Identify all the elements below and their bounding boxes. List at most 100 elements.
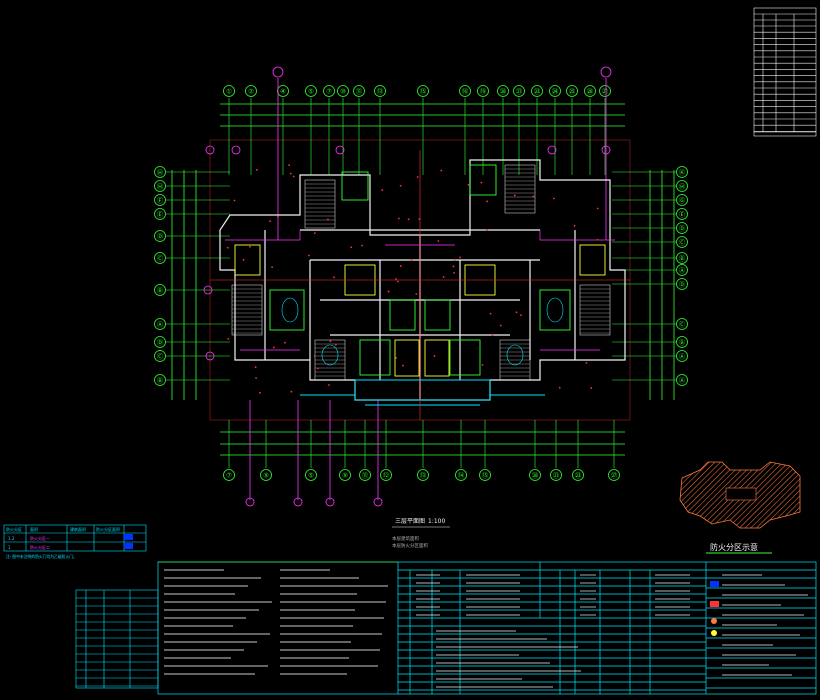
svg-text:㉗: ㉗ bbox=[602, 88, 609, 96]
svg-text:⑤: ⑤ bbox=[308, 88, 314, 96]
grid-bubble: ⑲ bbox=[477, 85, 489, 97]
grid-bubble: ⑦ bbox=[323, 85, 335, 97]
svg-text:注: 图中未注明的防火门均为乙级防火门。: 注: 图中未注明的防火门均为乙级防火门。 bbox=[6, 554, 77, 559]
svg-text:Ⓒ: Ⓒ bbox=[157, 255, 164, 263]
grid-bubble: Ⓐ bbox=[154, 318, 166, 330]
grid-bubble: Ⓒ bbox=[154, 252, 166, 264]
svg-text:⑬: ⑬ bbox=[420, 472, 427, 480]
svg-text:Ⓓ: Ⓓ bbox=[679, 281, 686, 289]
svg-text:①: ① bbox=[226, 88, 232, 96]
svg-text:Ⓓ: Ⓓ bbox=[679, 225, 686, 233]
svg-text:㉑: ㉑ bbox=[516, 88, 523, 96]
grid-lines-vertical bbox=[228, 98, 615, 468]
revision-table bbox=[753, 7, 817, 137]
grid-bubble: Ⓒ bbox=[676, 236, 688, 248]
grid-bubble: ⑩ bbox=[337, 85, 349, 97]
svg-text:㉓: ㉓ bbox=[534, 88, 541, 96]
fire-zone-legend bbox=[3, 524, 147, 552]
grid-bubble: Ⓑ bbox=[154, 284, 166, 296]
svg-text:④: ④ bbox=[280, 88, 286, 96]
svg-text:Ⓐ: Ⓐ bbox=[157, 321, 164, 329]
grid-bubble: Ⓓ bbox=[154, 336, 166, 348]
svg-text:Ⓖ: Ⓖ bbox=[679, 197, 686, 205]
grid-bubble: Ⓓ bbox=[676, 278, 688, 290]
svg-text:Ⓓ: Ⓓ bbox=[157, 233, 164, 241]
svg-text:㉑: ㉑ bbox=[553, 472, 560, 480]
grid-bubble: ㉑ bbox=[513, 85, 525, 97]
svg-text:1: 1 bbox=[8, 545, 11, 550]
grid-bubble: ⑨ bbox=[260, 469, 272, 481]
svg-text:⑳: ⑳ bbox=[532, 472, 539, 480]
grid-bubble: ㉓ bbox=[572, 469, 584, 481]
grid-bubble: Ⓑ bbox=[676, 252, 688, 264]
svg-text:㉔: ㉔ bbox=[552, 88, 559, 96]
svg-text:Ⓒ: Ⓒ bbox=[679, 321, 686, 329]
svg-text:⑬: ⑬ bbox=[377, 88, 384, 96]
grid-bubble: ① bbox=[223, 85, 235, 97]
svg-text:⑦: ⑦ bbox=[226, 472, 232, 480]
svg-text:面积: 面积 bbox=[30, 526, 38, 532]
svg-text:Ⓔ: Ⓔ bbox=[679, 211, 686, 219]
grid-bubble: ④ bbox=[277, 85, 289, 97]
grid-bubble: Ⓓ bbox=[676, 222, 688, 234]
grid-bubble: Ⓗ bbox=[676, 180, 688, 192]
grid-bubble: ㉓ bbox=[531, 85, 543, 97]
grid-bubble: ⑤ bbox=[305, 469, 317, 481]
svg-text:防火分区面积: 防火分区面积 bbox=[96, 526, 120, 532]
svg-text:防火分区一: 防火分区一 bbox=[30, 535, 50, 541]
svg-text:防火分区: 防火分区 bbox=[6, 526, 22, 532]
svg-text:Ⓗ: Ⓗ bbox=[157, 169, 164, 177]
svg-text:⑨: ⑨ bbox=[263, 472, 269, 480]
design-notes bbox=[164, 569, 388, 675]
grid-bubble: Ⓔ bbox=[154, 208, 166, 220]
grid-bubble: ㉑ bbox=[550, 469, 562, 481]
grid-bubble: Ⓑ bbox=[676, 336, 688, 348]
plan-scale: 1:100 bbox=[428, 518, 445, 525]
grid-bubble: ② bbox=[245, 85, 257, 97]
grid-bubble: Ⓒ bbox=[676, 318, 688, 330]
svg-text:㉓: ㉓ bbox=[575, 472, 582, 480]
grid-bubble: Ⓓ bbox=[154, 230, 166, 242]
svg-text:⑭: ⑭ bbox=[458, 472, 465, 480]
svg-text:Ⓕ: Ⓕ bbox=[157, 197, 164, 205]
grid-bubble: Ⓗ bbox=[154, 180, 166, 192]
grid-bubble: Ⓐ bbox=[676, 264, 688, 276]
svg-text:⑪: ⑪ bbox=[356, 88, 363, 96]
svg-text:⑪: ⑪ bbox=[362, 472, 369, 480]
grid-bubble: ⑯ bbox=[459, 85, 471, 97]
grid-bubble: Ⓒ bbox=[154, 350, 166, 362]
section-markers bbox=[203, 66, 612, 507]
svg-text:1.2: 1.2 bbox=[8, 536, 15, 541]
svg-text:Ⓒ: Ⓒ bbox=[679, 239, 686, 247]
grid-bubble: ⑫ bbox=[380, 469, 392, 481]
svg-text:Ⓗ: Ⓗ bbox=[157, 183, 164, 191]
grid-bubble: ㉖ bbox=[584, 85, 596, 97]
svg-text:Ⓑ: Ⓑ bbox=[157, 377, 164, 385]
svg-text:⑩: ⑩ bbox=[340, 88, 346, 96]
keyplan: 防火分区示意 bbox=[679, 461, 801, 554]
svg-text:㉖: ㉖ bbox=[587, 88, 594, 96]
svg-text:Ⓐ: Ⓐ bbox=[679, 377, 686, 385]
grid-bubble: ⑪ bbox=[359, 469, 371, 481]
svg-text:⑮: ⑮ bbox=[420, 88, 427, 96]
svg-text:建筑面积: 建筑面积 bbox=[70, 526, 86, 532]
grid-bubble: Ⓚ bbox=[676, 166, 688, 178]
notes-table-left bbox=[75, 589, 159, 689]
keyplan-label: 防火分区示意 bbox=[710, 542, 758, 552]
svg-text:Ⓗ: Ⓗ bbox=[679, 183, 686, 191]
svg-text:Ⓔ: Ⓔ bbox=[157, 211, 164, 219]
svg-text:⑮: ⑮ bbox=[482, 472, 489, 480]
grid-bubbles-left: Ⓗ Ⓗ Ⓕ Ⓔ Ⓓ Ⓒ Ⓑ Ⓐ Ⓓ Ⓒ Ⓑ bbox=[154, 166, 166, 386]
grid-bubble: Ⓔ bbox=[676, 208, 688, 220]
grid-bubble: Ⓖ bbox=[676, 194, 688, 206]
svg-text:Ⓒ: Ⓒ bbox=[157, 353, 164, 361]
grid-bubble: ㉔ bbox=[549, 85, 561, 97]
svg-text:⑤: ⑤ bbox=[308, 472, 314, 480]
grid-bubble: ⑳ bbox=[529, 469, 541, 481]
svg-text:本层建筑面积: 本层建筑面积 bbox=[392, 535, 419, 542]
grid-lines-horizontal bbox=[166, 171, 676, 381]
grid-bubble: Ⓗ bbox=[154, 166, 166, 178]
